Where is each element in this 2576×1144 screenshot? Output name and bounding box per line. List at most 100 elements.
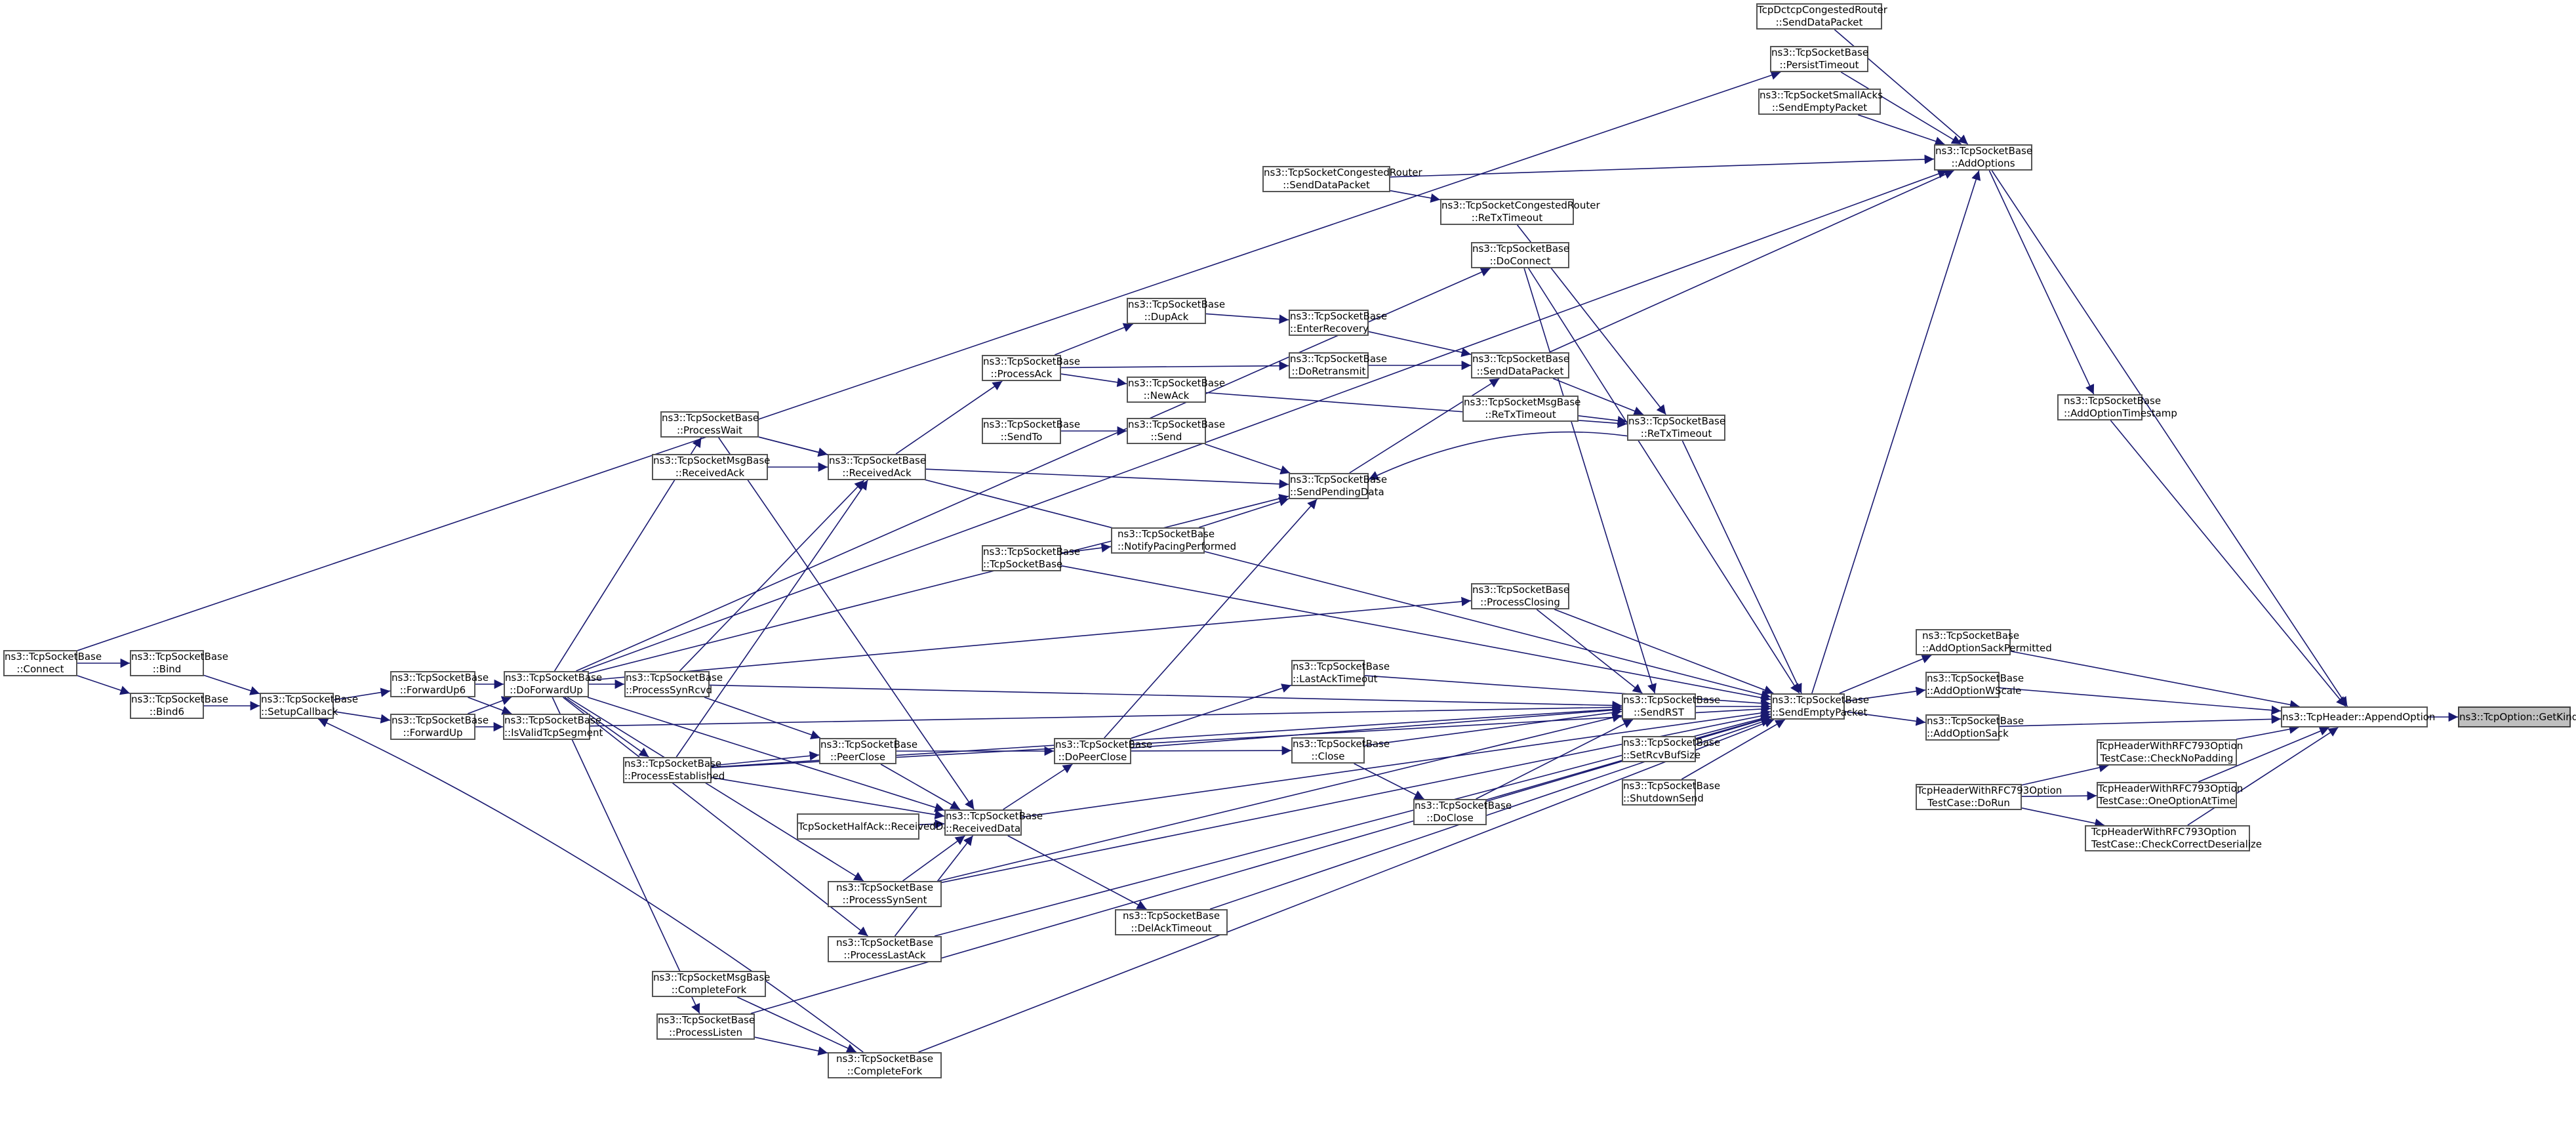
graph-node-shutdownsend[interactable]: ns3::TcpSocketBase::ShutdownSend bbox=[1622, 779, 1720, 806]
edge-processestablished-to-peerclose bbox=[711, 751, 820, 767]
node-label-line: TcpHeaderWithRFC793Option bbox=[2091, 826, 2237, 838]
graph-node-addoptionsackpermitted[interactable]: ns3::TcpSocketBase::AddOptionSackPermitt… bbox=[1916, 629, 2052, 655]
edge-dopeerclose-to-sendrst bbox=[1131, 705, 1622, 749]
graph-node-senddatapacket[interactable]: ns3::TcpSocketBase::SendDataPacket bbox=[1471, 352, 1569, 378]
graph-node-addoptionwscale[interactable]: ns3::TcpSocketBase::AddOptionWScale bbox=[1925, 672, 2024, 698]
graph-node-msgbase-retxtimeout[interactable]: ns3::TcpSocketMsgBase::ReTxTimeout bbox=[1462, 396, 1580, 422]
graph-node-sendto[interactable]: ns3::TcpSocketBase::SendTo bbox=[982, 418, 1081, 444]
node-label-line: ns3::TcpSocketBase bbox=[835, 1053, 934, 1065]
graph-node-receiveddata[interactable]: ns3::TcpSocketBase::ReceivedData bbox=[944, 809, 1043, 836]
graph-node-processwait[interactable]: ns3::TcpSocketBase::ProcessWait bbox=[660, 411, 759, 438]
node-label-line: ns3::TcpSocketBase bbox=[1472, 243, 1570, 255]
node-label-line: ::DoForwardUp bbox=[510, 684, 583, 696]
graph-node-addoptionsack[interactable]: ns3::TcpSocketBase::AddOptionSack bbox=[1925, 714, 2024, 741]
edge-doforwardup-to-processestablished bbox=[564, 697, 649, 758]
node-label-line: ::ProcessEstablished bbox=[624, 770, 725, 782]
graph-node-sendemptypacket[interactable]: ns3::TcpSocketBase::SendEmptyPacket bbox=[1771, 693, 1869, 720]
graph-node-retxtimeout[interactable]: ns3::TcpSocketBase::ReTxTimeout bbox=[1627, 415, 1725, 441]
node-label-line: ns3::TcpSocketBase bbox=[1290, 474, 1388, 485]
graph-node-processlastack[interactable]: ns3::TcpSocketBase::ProcessLastAck bbox=[828, 936, 942, 962]
graph-node-forwardup[interactable]: ns3::TcpSocketBase::ForwardUp bbox=[390, 714, 489, 740]
node-label-line: ns3::TcpSocketCongestedRouter bbox=[1441, 199, 1600, 211]
graph-node-processsynrcvd[interactable]: ns3::TcpSocketBase::ProcessSynRcvd bbox=[624, 671, 723, 697]
graph-node-setupcallback[interactable]: ns3::TcpSocketBase::SetupCallback bbox=[260, 693, 358, 719]
graph-node-addoptiontimestamp[interactable]: ns3::TcpSocketBase::AddOptionTimestamp bbox=[2057, 394, 2177, 420]
graph-node-peerclose[interactable]: ns3::TcpSocketBase::PeerClose bbox=[819, 738, 917, 764]
graph-node-addoptions[interactable]: ns3::TcpSocketBase::AddOptions bbox=[1934, 144, 2032, 171]
node-label-line: ns3::TcpSocketBase bbox=[983, 419, 1081, 430]
edge-processwait-to-receiveddata bbox=[718, 437, 975, 810]
graph-node-completefork[interactable]: ns3::TcpSocketBase::CompleteFork bbox=[828, 1052, 942, 1078]
node-label-line: ns3::TcpSocketBase bbox=[131, 693, 229, 705]
node-label-line: ns3::TcpSocketBase bbox=[1623, 694, 1721, 706]
node-label-line: ns3::TcpSocketBase bbox=[2064, 395, 2162, 407]
graph-node-msgbase-completefork[interactable]: ns3::TcpSocketMsgBase::CompleteFork bbox=[652, 971, 770, 997]
graph-node-processestablished[interactable]: ns3::TcpSocketBase::ProcessEstablished bbox=[623, 757, 725, 783]
edge-senddatapacket-to-retxtimeout bbox=[1552, 378, 1644, 416]
edge-congrouter-senddatapacket-to-addoptions bbox=[1390, 154, 1935, 178]
graph-node-doclose[interactable]: ns3::TcpSocketBase::DoClose bbox=[1413, 799, 1512, 825]
graph-node-sendrst[interactable]: ns3::TcpSocketBase::SendRST bbox=[1622, 693, 1721, 720]
graph-node-doconnect[interactable]: ns3::TcpSocketBase::DoConnect bbox=[1471, 242, 1569, 268]
graph-node-forwardup6[interactable]: ns3::TcpSocketBase::ForwardUp6 bbox=[390, 671, 489, 697]
node-label-line: ::SendEmptyPacket bbox=[1772, 706, 1868, 718]
graph-node-congrouter-senddatapacket[interactable]: ns3::TcpSocketCongestedRouter::SendDataP… bbox=[1262, 166, 1422, 192]
graph-node-processclosing[interactable]: ns3::TcpSocketBase::ProcessClosing bbox=[1471, 583, 1569, 609]
graph-node-ctor[interactable]: ns3::TcpSocketBase::TcpSocketBase bbox=[982, 545, 1081, 571]
graph-node-bind[interactable]: ns3::TcpSocketBase::Bind bbox=[130, 650, 228, 676]
graph-node-sendpendingdata[interactable]: ns3::TcpSocketBase::SendPendingData bbox=[1289, 473, 1388, 499]
node-label-line: ns3::TcpOption::GetKind bbox=[2459, 710, 2576, 723]
graph-node-delacktimeout[interactable]: ns3::TcpSocketBase::DelAckTimeout bbox=[1115, 909, 1228, 935]
graph-node-isvalidtcpsegment[interactable]: ns3::TcpSocketBase::IsValidTcpSegment bbox=[503, 714, 603, 740]
node-label-line: ::Bind bbox=[152, 663, 182, 675]
graph-node-persisttimeout[interactable]: ns3::TcpSocketBase::PersistTimeout bbox=[1770, 46, 1868, 72]
graph-node-appendoption[interactable]: ns3::TcpHeader::AppendOption bbox=[2281, 706, 2435, 727]
graph-node-congrouter-retxtimeout[interactable]: ns3::TcpSocketCongestedRouter::ReTxTimeo… bbox=[1440, 199, 1600, 225]
graph-node-setrcvbufsize[interactable]: ns3::TcpSocketBase::SetRcvBufSize bbox=[1622, 736, 1720, 762]
edge-dopeerclose-to-sendpendingdata bbox=[1104, 499, 1318, 739]
node-label-line: ::SendRST bbox=[1634, 706, 1684, 718]
node-label-line: ns3::TcpSocketBase bbox=[983, 546, 1081, 558]
graph-node-enterrecovery[interactable]: ns3::TcpSocketBase::EnterRecovery bbox=[1289, 310, 1387, 336]
edge-isvalidtcpsegment-to-sendrst bbox=[590, 703, 1622, 727]
node-label-line: ::NotifyPacingPerformed bbox=[1117, 541, 1237, 552]
graph-node-connect[interactable]: ns3::TcpSocketBase::Connect bbox=[3, 650, 102, 676]
edge-ctor-to-sendemptypacket bbox=[1060, 565, 1771, 703]
node-label-line: ns3::TcpSocketBase bbox=[658, 1014, 755, 1026]
edge-addoptions-to-appendoption bbox=[1991, 170, 2348, 707]
graph-node-newack[interactable]: ns3::TcpSocketBase::NewAck bbox=[1127, 377, 1225, 403]
graph-node-smallacks-sendempty[interactable]: ns3::TcpSocketSmallAcks::SendEmptyPacket bbox=[1758, 89, 1883, 115]
graph-node-notifypacing[interactable]: ns3::TcpSocketBase::NotifyPacingPerforme… bbox=[1111, 527, 1237, 554]
graph-node-dctcp-senddatapacket[interactable]: TcpDctcpCongestedRouter::SendDataPacket bbox=[1756, 3, 1887, 30]
node-label-line: ::ShutdownSend bbox=[1623, 792, 1704, 804]
graph-node-doforwardup[interactable]: ns3::TcpSocketBase::DoForwardUp bbox=[504, 671, 602, 697]
graph-node-getkind[interactable]: ns3::TcpOption::GetKind bbox=[2458, 706, 2576, 727]
graph-node-receivedack[interactable]: ns3::TcpSocketBase::ReceivedAck bbox=[828, 454, 926, 480]
graph-node-bind6[interactable]: ns3::TcpSocketBase::Bind6 bbox=[130, 693, 229, 719]
node-label-line: ::SetupCallback bbox=[261, 706, 338, 718]
graph-node-msgbase-receivedack[interactable]: ns3::TcpSocketMsgBase::ReceivedAck bbox=[652, 454, 770, 480]
edge-send-to-sendpendingdata bbox=[1205, 443, 1291, 475]
edge-test-checkcorrectdeserialize-to-appendoption bbox=[2187, 727, 2339, 826]
graph-node-processsynsent[interactable]: ns3::TcpSocketBase::ProcessSynSent bbox=[828, 881, 942, 907]
node-label-line: ::DupAck bbox=[1144, 311, 1189, 323]
node-label-line: ::SetRcvBufSize bbox=[1623, 749, 1701, 761]
graph-node-halfack-receiveddata[interactable]: TcpSocketHalfAck::ReceivedData bbox=[797, 813, 959, 840]
node-label-line: ns3::TcpSocketBase bbox=[1628, 415, 1726, 427]
graph-node-processlisten[interactable]: ns3::TcpSocketBase::ProcessListen bbox=[656, 1013, 755, 1040]
graph-node-lastacktimeout[interactable]: ns3::TcpSocketBase::LastAckTimeout bbox=[1291, 660, 1390, 686]
node-label-line: ns3::TcpSocketBase bbox=[1927, 672, 2024, 684]
node-label-line: ns3::TcpSocketBase bbox=[392, 672, 489, 684]
node-label-line: ::DelAckTimeout bbox=[1131, 922, 1212, 934]
graph-node-dupack[interactable]: ns3::TcpSocketBase::DupAck bbox=[1127, 298, 1225, 324]
graph-node-doretransmit[interactable]: ns3::TcpSocketBase::DoRetransmit bbox=[1289, 352, 1387, 378]
graph-node-close[interactable]: ns3::TcpSocketBase::Close bbox=[1291, 737, 1390, 764]
graph-node-dopeerclose[interactable]: ns3::TcpSocketBase::DoPeerClose bbox=[1054, 738, 1152, 764]
node-label-line: ns3::TcpSocketBase bbox=[1122, 910, 1220, 922]
graph-node-processack[interactable]: ns3::TcpSocketBase::ProcessAck bbox=[982, 355, 1080, 381]
graph-node-send[interactable]: ns3::TcpSocketBase::Send bbox=[1127, 418, 1225, 444]
